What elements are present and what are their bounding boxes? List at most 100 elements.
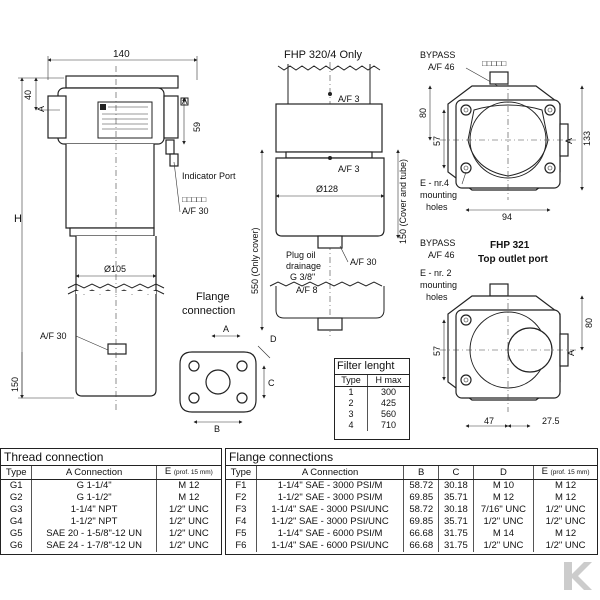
cell: 1-1/2" SAE - 3000 PSI/UNC [256, 516, 405, 528]
flange-header-type: Type [226, 466, 257, 480]
main-side-view: 140 Ø105 H [10, 49, 236, 410]
cell: 4 [335, 420, 369, 431]
dim-h: H [14, 213, 22, 225]
cell: 31.75 [438, 540, 474, 552]
fhp-320-4-title: FHP 320/4 Only [284, 49, 363, 61]
filter-length-title: Filter lenght [335, 359, 409, 375]
dim-57-bottom: 57 [432, 346, 442, 356]
flange-title-1: Flange [196, 291, 230, 303]
cell: M 14 [473, 528, 535, 540]
cell: 1/2" UNC [545, 540, 586, 551]
cell: 1/2" UNC [545, 504, 586, 515]
plug-af-30: A/F 30 [350, 257, 377, 267]
dim-47: 47 [484, 416, 494, 426]
flange-header-e-label: E [541, 466, 548, 477]
cell: F1 [226, 479, 257, 492]
plug-label-2: drainage [286, 261, 321, 271]
cell: SAE 20 - 1-5/8"-12 UN [31, 528, 157, 540]
bypass-af-46-2: A/F 46 [428, 250, 455, 260]
indicator-port-label: Indicator Port [182, 171, 236, 181]
dia-128: Ø128 [316, 184, 338, 194]
plug-af-8: A/F 8 [296, 285, 318, 295]
cell: SAE 24 - 1-7/8"-12 UN [31, 540, 157, 552]
thread-connection-table: Thread connection Type A Connection E (p… [0, 448, 222, 555]
cell: M 10 [473, 479, 535, 492]
dim-40: 40 [23, 90, 33, 100]
flange-dim-a: A [223, 324, 229, 334]
cell: 58.72 [403, 479, 440, 492]
cell: 30.18 [438, 479, 474, 492]
cell: G3 [1, 504, 33, 516]
cell: 66.68 [403, 528, 440, 540]
cell: G4 [1, 516, 33, 528]
cell: 1/2" UNC [168, 504, 209, 515]
flange-connections-table: Flange connections Type A Connection B C… [225, 448, 598, 555]
flange-dim-b: B [214, 424, 220, 434]
bypass-label-2: BYPASS [420, 238, 455, 248]
dim-dia-105: Ø105 [104, 264, 126, 274]
dim-150-bottom: 150 [10, 377, 20, 392]
mount-2-line1: E - nr. 2 [420, 268, 452, 278]
top-view-fhp-321: BYPASS A/F 46 FHP 321 Top outlet port E … [420, 238, 594, 428]
cell: 300 [381, 387, 397, 397]
cell: G 1-1/2" [31, 492, 157, 504]
cell: G 1-1/4" [31, 479, 157, 492]
cell: G6 [1, 540, 33, 552]
cell: 69.85 [403, 516, 440, 528]
dim-150-cover: 150 (Cover and tube) [398, 159, 408, 244]
cell: G5 [1, 528, 33, 540]
flange-dim-c: C [268, 378, 275, 388]
cell: F3 [226, 504, 257, 516]
thread-header-e-label: E [164, 466, 172, 477]
cell: 1/2" UNC [168, 540, 209, 551]
cell: M 12 [178, 480, 200, 491]
filter-length-header-hmax: H max [367, 375, 409, 387]
dim-550: 550 (Only cover) [250, 227, 260, 294]
brand-logo-icon [564, 562, 592, 590]
top-section-a: A [564, 138, 574, 144]
bottom-section-a: A [566, 350, 576, 356]
svg-text:A: A [182, 97, 188, 106]
cell: 1 [335, 386, 369, 398]
cell: 30.18 [438, 504, 474, 516]
cell: 31.75 [438, 528, 474, 540]
flange-header-c: C [438, 466, 474, 480]
table-row: 2 425 [335, 398, 409, 409]
thread-header-e: E (prof. 15 mm) [156, 466, 221, 480]
cell: 1/2" UNC [168, 528, 209, 539]
cell: G1 [1, 479, 33, 492]
plug-label-1: Plug oil [286, 250, 316, 260]
dim-94: 94 [502, 212, 512, 222]
flange-header-b: B [403, 466, 440, 480]
cell: 1/2" UNC [168, 516, 209, 527]
thread-connection-title: Thread connection [1, 449, 221, 466]
dim-140: 140 [113, 49, 130, 60]
af-3-top: A/F 3 [338, 94, 360, 104]
thread-header-e-note: (prof. 15 mm) [173, 469, 213, 476]
cell: 58.72 [403, 504, 440, 516]
bypass-label-1: BYPASS [420, 50, 455, 60]
cell: 2 [335, 398, 369, 409]
cell: M 12 [555, 528, 577, 539]
cell: 35.71 [438, 492, 474, 504]
cell: 1-1/4" SAE - 6000 PSI/UNC [256, 540, 405, 552]
cell: 425 [381, 398, 397, 408]
cell: 1/2" UNC [473, 540, 535, 552]
fhp-321-subtitle: Top outlet port [478, 254, 548, 265]
plug-label-3: G 3/8" [290, 272, 315, 282]
top-view-fhp-320: BYPASS A/F 46 □□□□□ 80 57 133 A E - nr.4… [418, 50, 592, 222]
fhp-321-title: FHP 321 [490, 240, 530, 251]
mount-4-line1: E - nr.4 [420, 178, 449, 188]
